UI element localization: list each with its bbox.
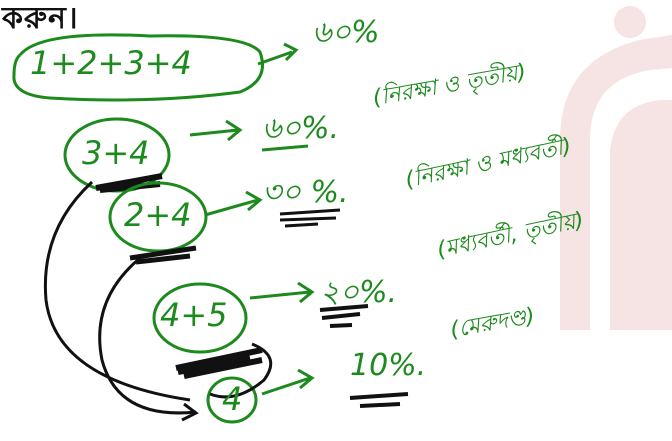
expression-row-3: 2+4: [124, 196, 192, 234]
underline-row-4: [319, 304, 369, 328]
arrow-row-1: [257, 42, 299, 66]
arrow-head-connector: [181, 402, 199, 422]
underline-row-2: [261, 144, 309, 152]
arrow-row-3: [204, 190, 263, 217]
expression-row-2: 3+4: [82, 134, 150, 172]
circle-row-3: [108, 181, 208, 253]
black-strike-row-3: [129, 245, 197, 265]
circle-row-4: [152, 282, 248, 354]
circle-row-1: [12, 33, 264, 102]
underline-row-5: [349, 392, 409, 408]
arrow-row-2: [189, 119, 243, 142]
percent-row-3: ৩০ %.: [262, 175, 349, 210]
expression-row-5: 4: [222, 380, 243, 418]
percent-row-5: 10%.: [350, 348, 427, 383]
circle-row-5: [206, 376, 258, 424]
arrow-row-5: [261, 368, 315, 396]
curve-connector-2: [98, 256, 197, 415]
header-text: করুন।: [2, 1, 79, 36]
black-strike-row-4: [175, 347, 263, 379]
percent-row-4: ২০%.: [320, 275, 398, 310]
expression-row-1: 1+2+3+4: [30, 44, 192, 82]
percent-row-1: ৬০%: [312, 15, 380, 50]
black-strike-row-2: [95, 173, 163, 193]
underline-row-3: [279, 208, 341, 228]
percent-row-2: ৬০%.: [262, 111, 340, 146]
curve-connector-1: [43, 180, 191, 402]
curve-connector-3: [209, 342, 273, 399]
arrow-row-4: [249, 281, 315, 304]
expression-row-4: 4+5: [160, 296, 228, 334]
